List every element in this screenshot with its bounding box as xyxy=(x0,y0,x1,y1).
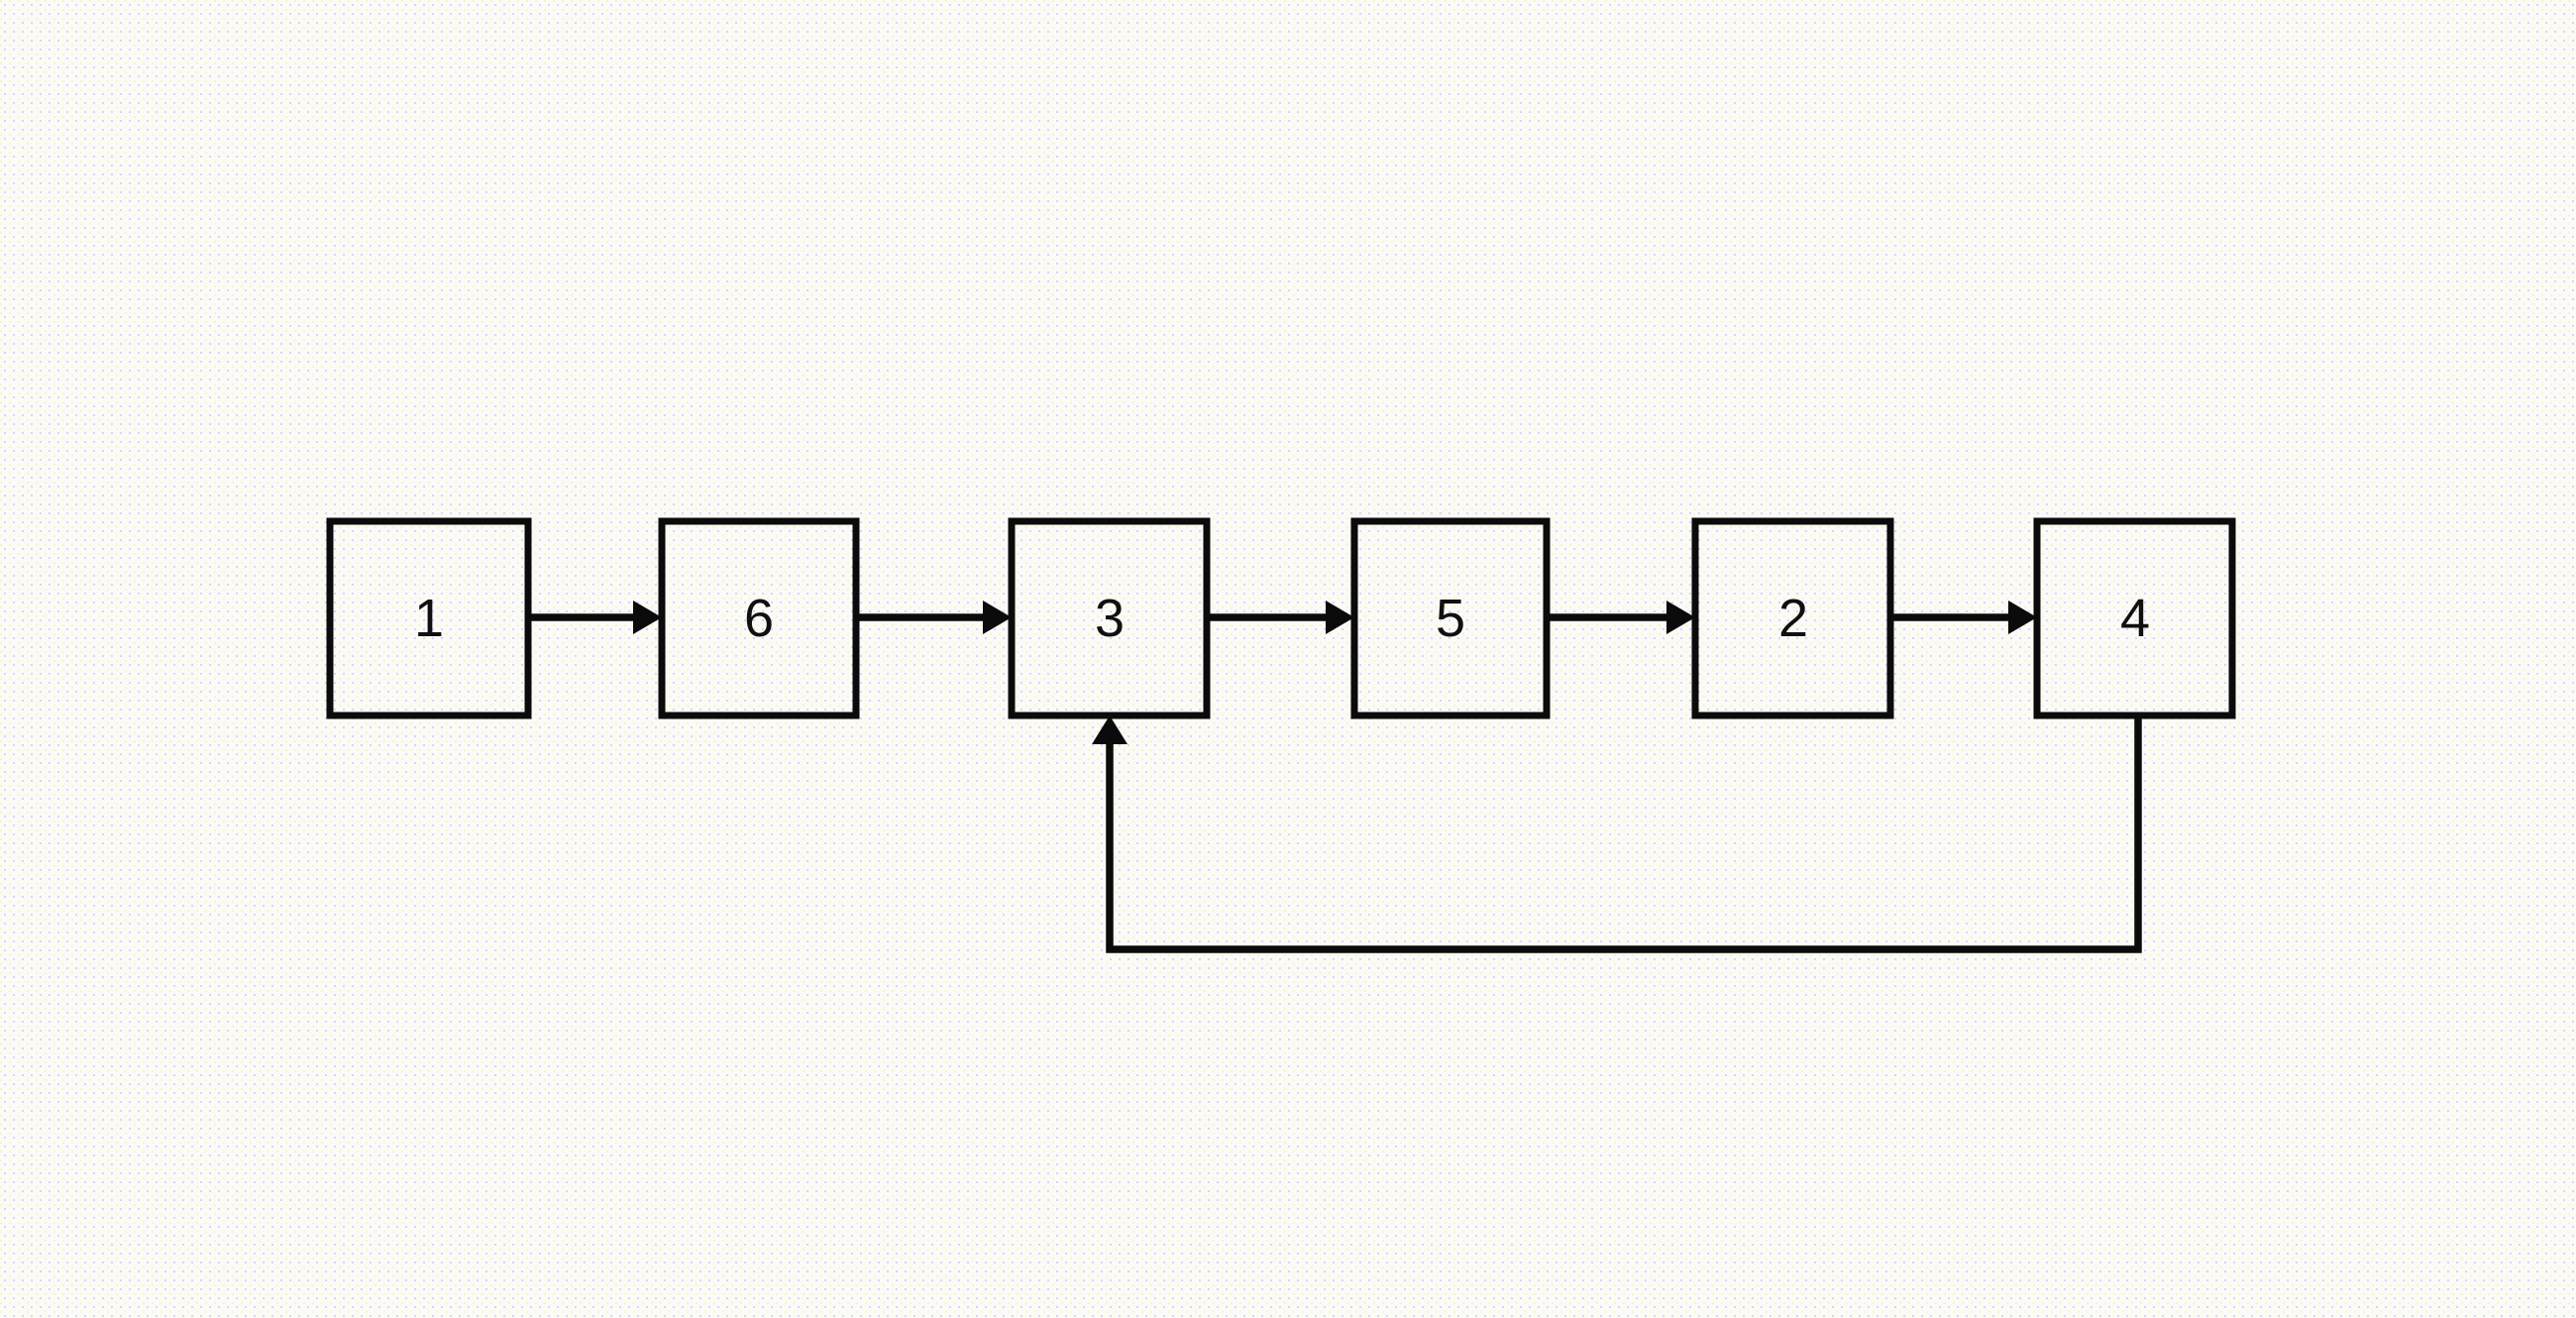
edge-4-to-3-feedback-arrowhead xyxy=(1092,715,1127,744)
node-2-label: 2 xyxy=(1778,589,1808,648)
edge-2-to-4-arrowhead xyxy=(2008,601,2037,634)
edge-4-to-3-feedback-path xyxy=(1106,715,2142,953)
edge-5-to-2-arrowhead xyxy=(1666,601,1695,634)
node-4-label: 4 xyxy=(2120,589,2150,648)
node-1-label: 1 xyxy=(414,589,444,648)
node-5-box[interactable] xyxy=(1350,517,1551,719)
node-1[interactable]: 1 xyxy=(326,517,532,719)
node-4[interactable]: 4 xyxy=(2033,517,2236,719)
node-3[interactable]: 3 xyxy=(1008,517,1211,719)
node-2[interactable]: 2 xyxy=(1691,517,1894,719)
edge-1-to-6-arrowhead xyxy=(633,601,662,634)
edge-3-to-5-arrowhead xyxy=(1326,601,1354,634)
edge-3-to-5 xyxy=(1207,601,1354,634)
node-2-box[interactable] xyxy=(1691,517,1894,719)
node-1-box[interactable] xyxy=(326,517,532,719)
node-6[interactable]: 6 xyxy=(658,517,860,719)
node-4-box[interactable] xyxy=(2033,517,2236,719)
edge-5-to-2 xyxy=(1547,601,1695,634)
node-5[interactable]: 5 xyxy=(1350,517,1551,719)
node-6-label: 6 xyxy=(744,589,774,648)
edge-group-forward xyxy=(528,601,2037,634)
node-6-box[interactable] xyxy=(658,517,860,719)
edge-1-to-6 xyxy=(528,601,662,634)
edge-4-to-3-feedback xyxy=(1092,715,2142,953)
edge-6-to-3-arrowhead xyxy=(983,601,1012,634)
edge-6-to-3 xyxy=(856,601,1012,634)
node-group: 1 6 3 5 2 4 xyxy=(326,517,2236,719)
edge-2-to-4 xyxy=(1890,601,2037,634)
node-3-label: 3 xyxy=(1095,589,1125,648)
node-3-box[interactable] xyxy=(1008,517,1211,719)
node-5-label: 5 xyxy=(1436,589,1465,648)
